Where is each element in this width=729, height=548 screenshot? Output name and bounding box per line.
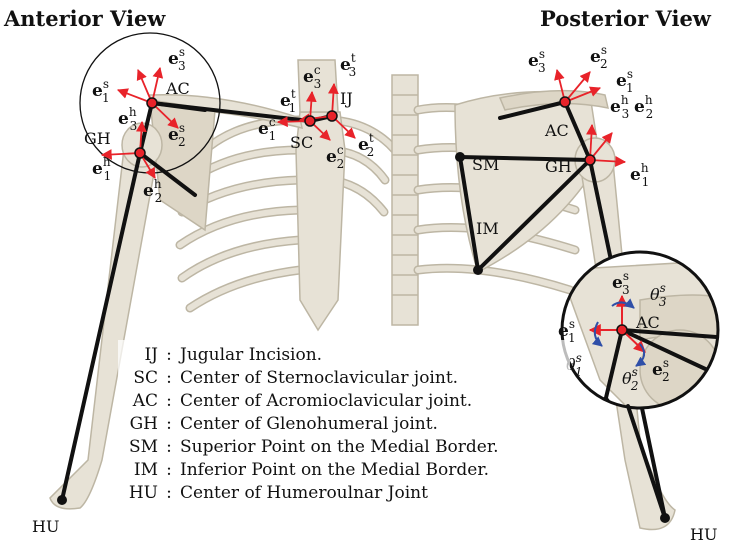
legend-abbr: SM [120, 436, 158, 459]
legend-row: HU:Center of Humeroulnar Joint [120, 482, 499, 505]
legend-row: IM:Inferior Point on the Medial Border. [120, 459, 499, 482]
legend-text: Center of Humeroulnar Joint [180, 483, 428, 503]
ac-label-anterior: AC [165, 79, 190, 98]
legend-abbr: IJ [120, 344, 158, 367]
abbreviation-legend: IJ:Jugular Incision. SC:Center of Sterno… [120, 344, 499, 505]
gh-label-posterior: GH [545, 157, 572, 176]
legend-row: GH:Center of Glenohumeral joint. [120, 413, 499, 436]
sc-point [305, 116, 315, 126]
ac-label-posterior: AC [544, 121, 569, 140]
legend-abbr: AC [120, 390, 158, 413]
legend-abbr: IM [120, 459, 158, 482]
im-point [473, 265, 483, 275]
legend-text: Center of Sternoclavicular joint. [180, 368, 458, 388]
legend-row: IJ:Jugular Incision. [120, 344, 499, 367]
legend-abbr: GH [120, 413, 158, 436]
legend-row: SC:Center of Sternoclavicular joint. [120, 367, 499, 390]
ij-point [327, 111, 337, 121]
sm-point [455, 152, 465, 162]
legend-abbr: HU [120, 482, 158, 505]
posterior-spine [392, 75, 418, 325]
legend-row: AC:Center of Acromioclavicular joint. [120, 390, 499, 413]
legend-text: Center of Glenohumeral joint. [180, 414, 438, 434]
posterior-view-title: Posterior View [540, 6, 711, 31]
ij-label: IJ [340, 89, 353, 108]
gh-point-anterior [135, 148, 145, 158]
sc-label: SC [290, 133, 313, 152]
hu-label-anterior: HU [32, 517, 59, 536]
anterior-view-title: Anterior View [4, 6, 165, 31]
legend-text: Inferior Point on the Medial Border. [180, 460, 489, 480]
legend-text: Center of Acromioclavicular joint. [180, 391, 472, 411]
gh-point-posterior [585, 155, 595, 165]
gh-label-anterior: GH [84, 129, 111, 148]
legend-text: Jugular Incision. [180, 345, 322, 365]
legend-row: SM:Superior Point on the Medial Border. [120, 436, 499, 459]
ac-label-zoom: AC [635, 313, 660, 332]
scapula-posterior [455, 92, 600, 272]
hu-point-anterior [57, 495, 67, 505]
hu-label-posterior: HU [690, 525, 717, 544]
ac-point-posterior [560, 97, 570, 107]
sm-label: SM [472, 155, 499, 174]
ac-point-zoom [617, 325, 627, 335]
legend-text: Superior Point on the Medial Border. [180, 437, 499, 457]
legend-abbr: SC [120, 367, 158, 390]
im-label: IM [476, 219, 499, 238]
ac-point-anterior [147, 98, 157, 108]
